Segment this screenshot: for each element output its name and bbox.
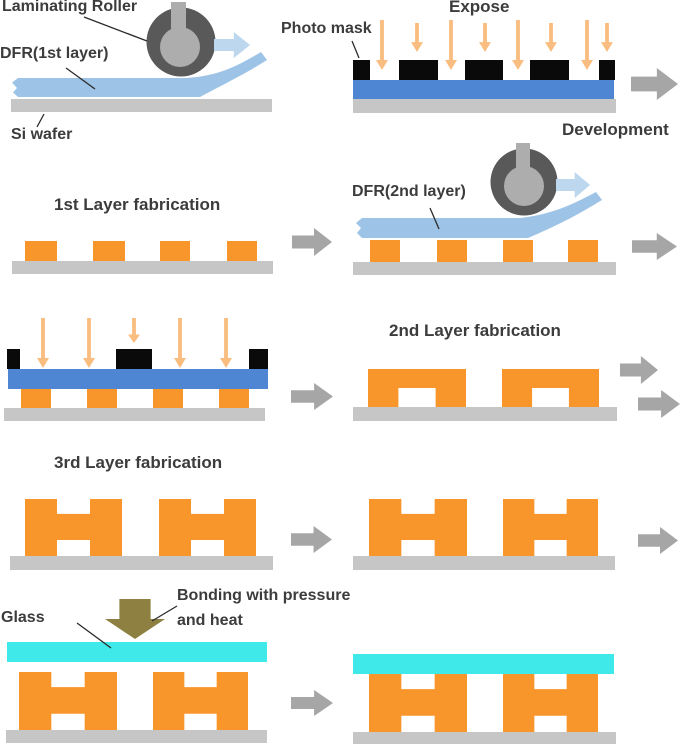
glass-plate [7, 642, 267, 662]
si-wafer-pointer-line [36, 113, 45, 128]
dfr-film-icon [356, 192, 602, 238]
si-wafer-bar [10, 556, 273, 570]
dfr-film-icon [12, 52, 267, 97]
dfr-1st-layer-label: DFR(1st layer) [0, 45, 109, 62]
development-title: Development [562, 120, 669, 139]
resist-block [153, 389, 183, 408]
bonding-caption-line1: Bonding with pressure [177, 587, 351, 604]
si-wafer-bar [353, 99, 616, 113]
photomask-block [116, 349, 152, 369]
resist-block [87, 389, 117, 408]
dfr-resist-layer [353, 80, 614, 99]
photo-mask-pointer-line [351, 40, 360, 59]
laminating-roller-icon [146, 2, 216, 77]
layer2-title: 2nd Layer fabrication [389, 321, 561, 340]
resist-block [21, 389, 51, 408]
resist-block [370, 240, 400, 262]
resist-block [25, 241, 57, 261]
si-wafer-bar [11, 99, 272, 112]
si-wafer-bar [6, 730, 267, 743]
dfr-2nd-layer-label: DFR(2nd layer) [352, 183, 466, 200]
layer3-title: 3rd Layer fabrication [54, 453, 223, 472]
si-wafer-label: Si wafer [11, 126, 73, 143]
si-wafer-bar [4, 408, 265, 421]
resist-block [568, 240, 598, 262]
photomask-block [7, 349, 20, 369]
resist-block [437, 240, 467, 262]
layer1-title: 1st Layer fabrication [54, 195, 221, 214]
si-wafer-bar [12, 261, 273, 274]
si-wafer-bar [353, 732, 616, 744]
photomask-block [353, 60, 370, 80]
photomask-block [249, 349, 268, 369]
resist-block [160, 241, 190, 261]
photomask-block [465, 60, 503, 80]
bonding-caption-line2: and heat [177, 612, 243, 629]
resist-block [219, 389, 249, 408]
si-wafer-bar [353, 407, 617, 421]
photomask-block [399, 60, 438, 80]
dfr2-pointer-line [429, 207, 440, 230]
photo-mask-label: Photo mask [281, 20, 372, 37]
si-wafer-bar [353, 556, 615, 570]
resist-block [227, 241, 257, 261]
si-wafer-bar [353, 262, 616, 275]
photomask-block [530, 60, 569, 80]
laminating-roller-icon [490, 143, 558, 216]
dfr-resist-layer [8, 369, 268, 389]
bonding-pointer-line [151, 605, 178, 622]
resist-block [93, 241, 125, 261]
dfr1-pointer-line [65, 67, 96, 90]
resist-block [503, 240, 533, 262]
glass-pointer-line [76, 622, 112, 649]
laminating-roller-label: Laminating Roller [2, 0, 138, 15]
glass-plate [353, 654, 614, 674]
laminating-roller-pointer-line [83, 16, 148, 42]
expose-title: Expose [449, 0, 510, 16]
photomask-block [599, 60, 615, 80]
glass-label: Glass [1, 609, 45, 626]
